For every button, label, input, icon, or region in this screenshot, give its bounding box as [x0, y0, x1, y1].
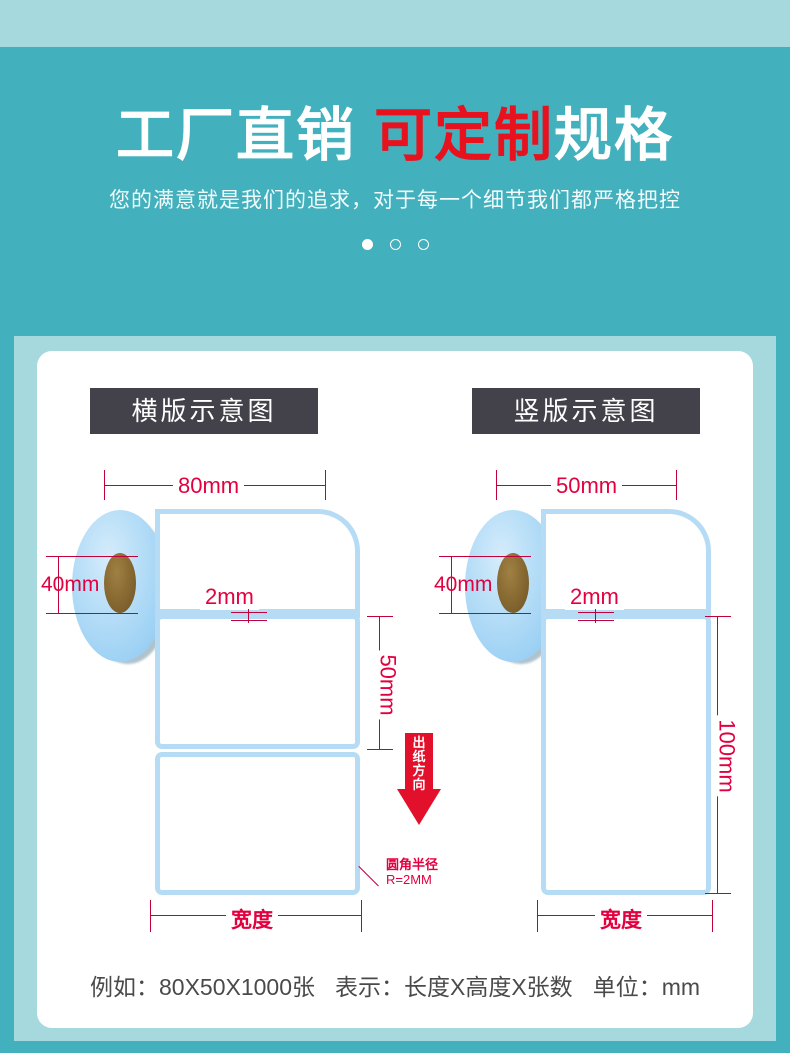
- footer-unit: 单位：mm: [592, 974, 701, 1000]
- carousel-dots[interactable]: [0, 238, 790, 250]
- dim-label-roll-width-h: 80mm: [173, 473, 245, 499]
- top-accent-strip: [0, 0, 790, 47]
- arrow-head-icon: [397, 789, 441, 825]
- dim-label-width-h: 宽度: [226, 904, 278, 934]
- page-subheadline: 您的满意就是我们的追求，对于每一个细节我们都严格把控: [109, 188, 681, 212]
- spec-footer-note: 例如：80X50X1000张表示：长度X高度X张数单位：mm: [0, 968, 790, 1002]
- roll-core-h: [104, 553, 136, 613]
- roll-core-v: [497, 553, 529, 613]
- label-sheet-1-v: [541, 614, 711, 895]
- dim-label-height-v: 100mm: [713, 715, 740, 797]
- dim-line-core-top-h: [46, 556, 138, 558]
- dim-label-gap-h: 2mm: [200, 584, 259, 610]
- headline-part-white-1: 工厂直销: [115, 103, 356, 168]
- dim-line-core-top-v: [439, 556, 531, 558]
- dim-line-core-bottom-h: [46, 613, 138, 615]
- headline-part-white-2: 规格: [554, 103, 675, 168]
- footer-meaning: 表示：长度X高度X张数: [335, 974, 573, 1000]
- label-gap-band-v: [541, 609, 711, 618]
- dim-label-height-h: 50mm: [374, 650, 401, 720]
- corner-radius-value: R=2MM: [386, 872, 432, 887]
- dim-line-core-v-v: [451, 556, 453, 614]
- paper-direction-arrow: 出纸方向: [397, 733, 441, 827]
- dim-label-width-v: 宽度: [595, 904, 647, 934]
- carousel-dot-2[interactable]: [389, 238, 401, 250]
- section-title-horizontal: 横版示意图: [90, 388, 318, 434]
- corner-radius-label: 圆角半径: [386, 857, 439, 872]
- section-title-vertical: 竖版示意图: [472, 388, 700, 434]
- dim-label-roll-width-v: 50mm: [551, 473, 623, 499]
- dim-line-core-bottom-v: [439, 613, 531, 615]
- label-sheet-2-h: [155, 752, 360, 895]
- label-sheet-1-h: [155, 614, 360, 749]
- carousel-dot-3[interactable]: [417, 238, 429, 250]
- corner-radius-note: 圆角半径 R=2MM: [386, 857, 438, 887]
- promo-banner: 工厂直销可定制规格 您的满意就是我们的追求，对于每一个细节我们都严格把控: [0, 47, 790, 330]
- headline-part-red: 可定制: [373, 103, 554, 168]
- arrow-label: 出纸方向: [412, 735, 426, 792]
- dim-label-gap-v: 2mm: [565, 584, 624, 610]
- page-headline: 工厂直销可定制规格: [0, 47, 790, 168]
- footer-example: 例如：80X50X1000张: [89, 974, 315, 1000]
- dim-line-core-v-h: [58, 556, 60, 614]
- dim-label-core-v: 40mm: [434, 573, 493, 596]
- arrow-stem: [405, 733, 433, 791]
- label-gap-band-h: [155, 609, 360, 618]
- dim-label-core-h: 40mm: [41, 573, 100, 596]
- dim-gap-tick-mid-h: [248, 609, 250, 623]
- carousel-dot-1[interactable]: [361, 238, 373, 250]
- dim-gap-tick-mid-v: [595, 609, 597, 623]
